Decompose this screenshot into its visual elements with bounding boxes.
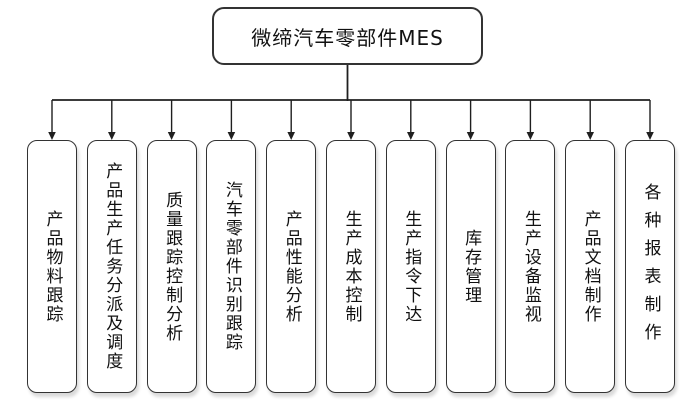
connector-arrow — [167, 100, 176, 140]
node-label: 库存管理 — [461, 228, 482, 305]
arrow-down-icon — [287, 132, 295, 140]
child-node-quality-tracking-analysis: 质量跟踪控制分析 — [146, 140, 197, 393]
node-label: 产品性能分析 — [281, 209, 302, 324]
arrow-down-icon — [108, 132, 116, 140]
node-label: 生产设备监视 — [520, 209, 541, 324]
arrow-down-icon — [347, 132, 355, 140]
root-node-label: 微缔汽车零部件MES — [251, 25, 444, 50]
arrow-down-icon — [167, 132, 176, 140]
connector-arrow — [466, 100, 475, 140]
node-label: 产品生产任务分派及调度 — [102, 162, 123, 371]
child-node-product-material-tracking: 产品物料跟踪 — [27, 140, 77, 393]
node-label: 生产指令下达 — [401, 209, 422, 324]
child-node-equipment-monitoring: 生产设备监视 — [505, 140, 556, 393]
connector-arrow — [347, 100, 355, 140]
child-node-product-document-creation: 产品文档制作 — [565, 140, 616, 393]
arrow-down-icon — [526, 132, 535, 140]
arrow-down-icon — [466, 132, 475, 140]
arrow-down-icon — [407, 132, 415, 140]
child-node-production-cost-control: 生产成本控制 — [325, 140, 376, 393]
root-node: 微缔汽车零部件MES — [212, 7, 483, 65]
connector-arrow — [646, 100, 654, 140]
connector-arrow — [48, 100, 56, 140]
node-label: 生产成本控制 — [341, 209, 362, 324]
connector-arrow — [287, 100, 295, 140]
node-label: 质量跟踪控制分析 — [162, 190, 183, 343]
child-nodes-row: 产品物料跟踪 产品生产任务分派及调度 质量跟踪控制分析 汽车零部件识别跟踪 产品… — [27, 140, 675, 393]
connector-arrow — [407, 100, 415, 140]
child-node-inventory-management: 库存管理 — [445, 140, 496, 393]
child-node-parts-identification-tracking: 汽车零部件识别跟踪 — [206, 140, 257, 393]
arrow-down-icon — [48, 132, 56, 140]
connector-arrow — [586, 100, 594, 140]
node-label: 各种报表制作 — [640, 182, 661, 351]
node-label: 汽车零部件识别跟踪 — [221, 181, 242, 352]
node-label: 产品物料跟踪 — [42, 209, 63, 324]
connector-arrow — [526, 100, 535, 140]
child-node-product-performance-analysis: 产品性能分析 — [266, 140, 317, 393]
connector-arrow — [108, 100, 116, 140]
arrow-down-icon — [586, 132, 594, 140]
child-node-task-dispatch-scheduling: 产品生产任务分派及调度 — [86, 140, 137, 393]
arrow-down-icon — [646, 132, 654, 140]
child-node-report-creation: 各种报表制作 — [624, 140, 675, 393]
node-label: 产品文档制作 — [580, 209, 601, 324]
arrow-down-icon — [227, 132, 236, 140]
connector-arrow — [227, 100, 236, 140]
child-node-production-order-issue: 生产指令下达 — [385, 140, 436, 393]
